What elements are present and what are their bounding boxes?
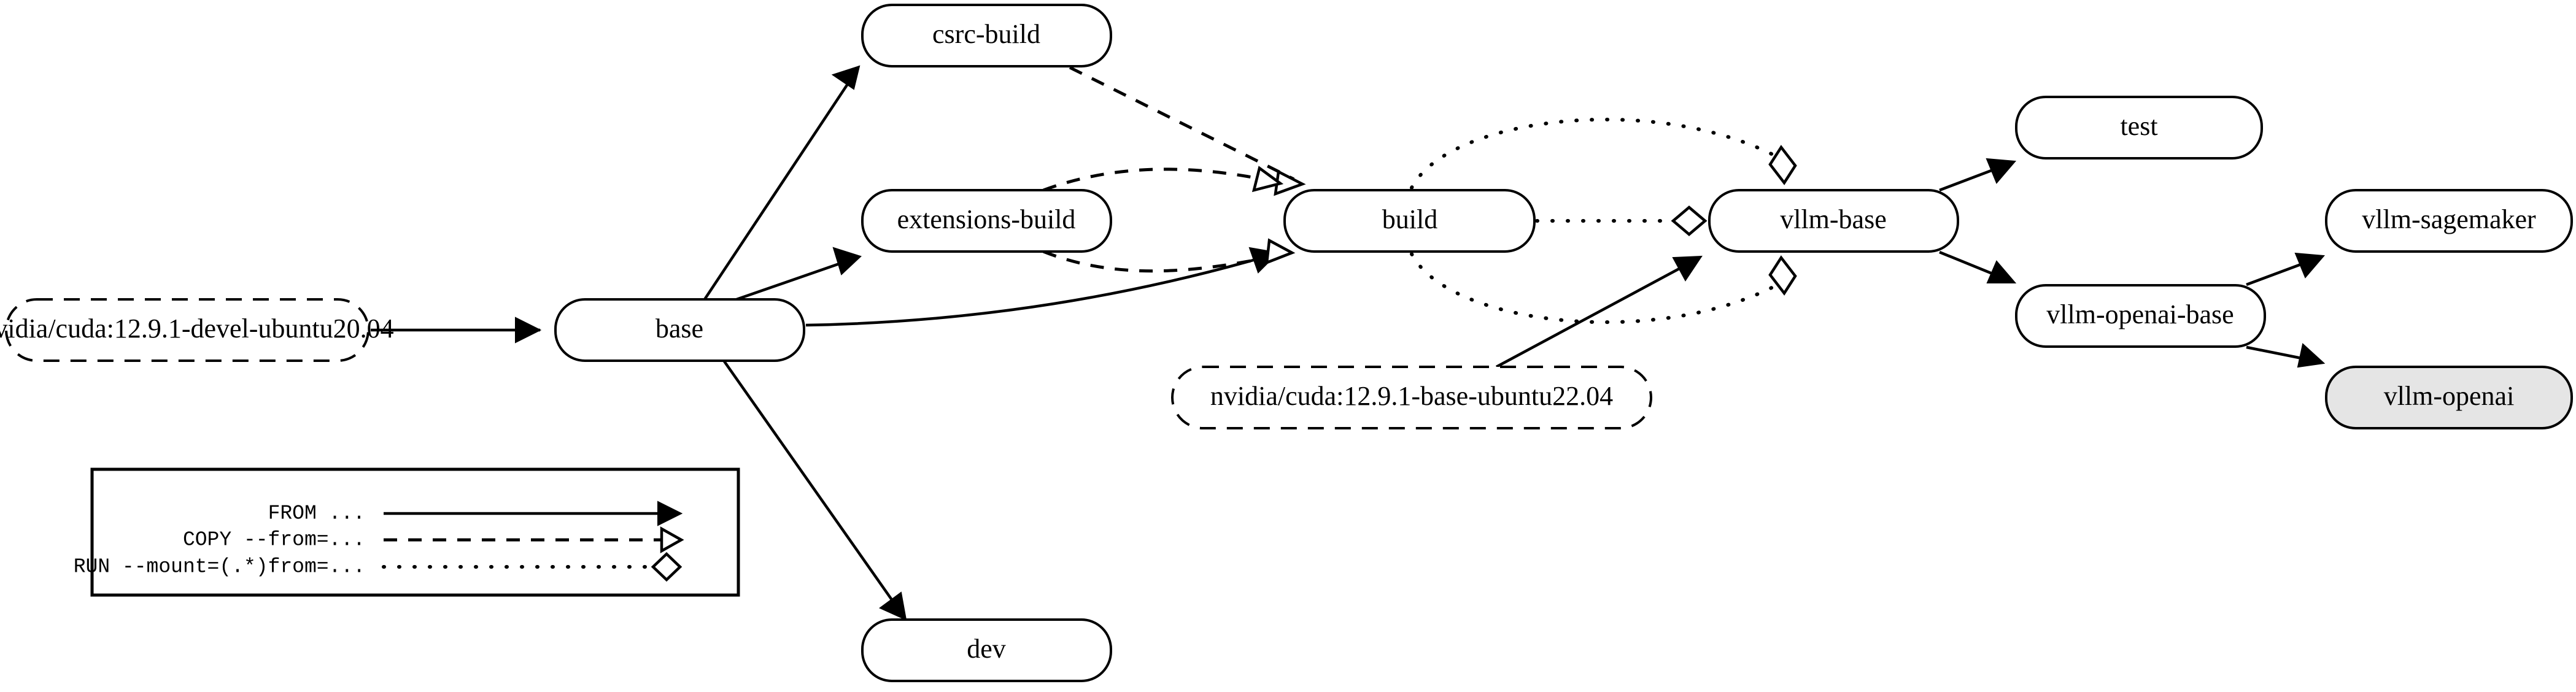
edge-base-to-csrc-build xyxy=(703,65,861,301)
edge-build-to-vllm-base-upper xyxy=(1410,117,1797,190)
node-dev[interactable]: dev xyxy=(861,618,1112,682)
node-cuda-devel[interactable]: nvidia/cuda:12.9.1-devel-ubuntu20.04 xyxy=(0,298,394,362)
legend-from-arrowhead xyxy=(657,501,683,526)
edge-base-to-extensions-build xyxy=(736,247,862,301)
node-vllm-base[interactable]: vllm-base xyxy=(1708,189,1959,253)
edge-build-to-vllm-base-lower xyxy=(1410,252,1797,325)
node-extensions-build[interactable]: extensions-build xyxy=(861,189,1112,253)
node-base[interactable]: base xyxy=(554,298,805,362)
node-csrc-build[interactable]: csrc-build xyxy=(861,4,1112,67)
legend-box xyxy=(90,467,740,597)
legend-entry-run-label: RUN --mount=(.*)from=... xyxy=(74,556,365,579)
edge-vllm-openai-base-to-vllm-sagemaker xyxy=(2246,252,2326,286)
node-vllm-openai[interactable]: vllm-openai xyxy=(2325,366,2573,429)
node-vllm-openai-base[interactable]: vllm-openai-base xyxy=(2015,284,2266,348)
legend: FROM ... COPY --from=... RUN --mount=(.*… xyxy=(74,467,740,597)
edges-layer xyxy=(371,65,2326,621)
node-cuda-base[interactable]: nvidia/cuda:12.9.1-base-ubuntu22.04 xyxy=(1171,366,1652,429)
legend-copy-arrowhead xyxy=(660,526,684,553)
edge-build-to-vllm-base-middle xyxy=(1535,206,1708,236)
node-test[interactable]: test xyxy=(2015,96,2263,160)
edge-extensions-build-to-build-upper xyxy=(1043,166,1284,193)
edge-vllm-base-to-test xyxy=(1939,158,2017,192)
legend-entry-run: RUN --mount=(.*)from=... xyxy=(74,552,683,582)
edge-cuda-base-to-vllm-base xyxy=(1495,255,1703,368)
edge-base-to-dev xyxy=(723,360,907,621)
edge-cuda-devel-to-base xyxy=(371,317,542,344)
node-vllm-sagemaker[interactable]: vllm-sagemaker xyxy=(2325,189,2573,253)
legend-entry-from: FROM ... xyxy=(268,501,683,526)
edge-base-to-build xyxy=(805,247,1280,327)
legend-entry-from-label: FROM ... xyxy=(268,502,365,525)
legend-entry-copy: COPY --from=... xyxy=(183,526,684,553)
legend-entry-copy-label: COPY --from=... xyxy=(183,529,365,552)
edge-vllm-base-to-vllm-openai-base xyxy=(1939,250,2017,283)
legend-run-arrowhead xyxy=(651,552,683,582)
edge-extensions-build-to-build-lower xyxy=(1043,238,1296,273)
node-build[interactable]: build xyxy=(1283,189,1536,253)
edge-vllm-openai-base-to-vllm-openai xyxy=(2246,343,2326,368)
